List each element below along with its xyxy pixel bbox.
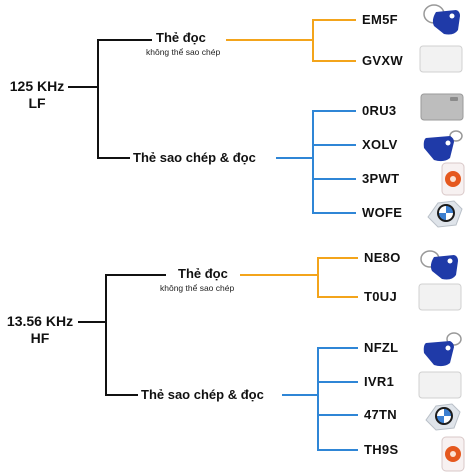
lf-readonly-title: Thẻ đọc (156, 30, 206, 45)
grey-card-icon (420, 93, 464, 121)
hf-item-47tn: 47TN (364, 407, 397, 422)
hf-item-ivr1: IVR1 (364, 374, 395, 389)
lf-item-0ru3: 0RU3 (362, 103, 397, 118)
hf-copyable-title: Thẻ sao chép & đọc (141, 387, 264, 402)
blue-keyfob-icon (423, 4, 460, 35)
sticker-tag-icon (441, 436, 465, 472)
bmw-key-icon (425, 403, 461, 431)
hf-frequency-label: 13.56 KHz HF (2, 313, 78, 347)
blue-keyfob-icon (423, 130, 463, 162)
hf-branches (78, 274, 166, 396)
lf-copyable-links (276, 110, 356, 214)
lf-item-gvxw: GVXW (362, 53, 403, 68)
lf-copyable-title: Thẻ sao chép & đọc (133, 150, 256, 165)
hf-item-t0uj: T0UJ (364, 289, 397, 304)
lf-item-xolv: XOLV (362, 137, 398, 152)
hf-item-th9s: TH9S (364, 442, 399, 457)
hf-copyable-links (282, 347, 358, 451)
bmw-key-icon (427, 200, 463, 228)
lf-readonly-links (226, 19, 356, 62)
white-card-icon (418, 371, 462, 399)
lf-item-wofe: WOFE (362, 205, 403, 220)
hf-item-ne8o: NE8O (364, 250, 401, 265)
hf-readonly-title: Thẻ đọc (178, 266, 228, 281)
lf-band: LF (28, 95, 46, 111)
sticker-tag-icon (441, 162, 465, 196)
lf-item-3pwt: 3PWT (362, 171, 400, 186)
white-card-icon (419, 45, 463, 73)
hf-item-nfzl: NFZL (364, 340, 399, 355)
lf-freq: 125 KHz (9, 78, 65, 94)
lf-branches (68, 39, 152, 159)
white-card-icon (418, 283, 462, 311)
hf-readonly-subtitle: không thể sao chép (160, 283, 235, 293)
blue-keyfob-icon (423, 332, 462, 367)
lf-frequency-label: 125 KHz LF (6, 78, 68, 112)
lf-item-em5f: EM5F (362, 12, 398, 27)
hf-band: HF (30, 330, 50, 346)
lf-readonly-subtitle: không thể sao chép (146, 47, 221, 57)
blue-keyfob-icon (420, 250, 458, 280)
hf-freq: 13.56 KHz (6, 313, 74, 329)
hf-readonly-links (240, 257, 358, 298)
